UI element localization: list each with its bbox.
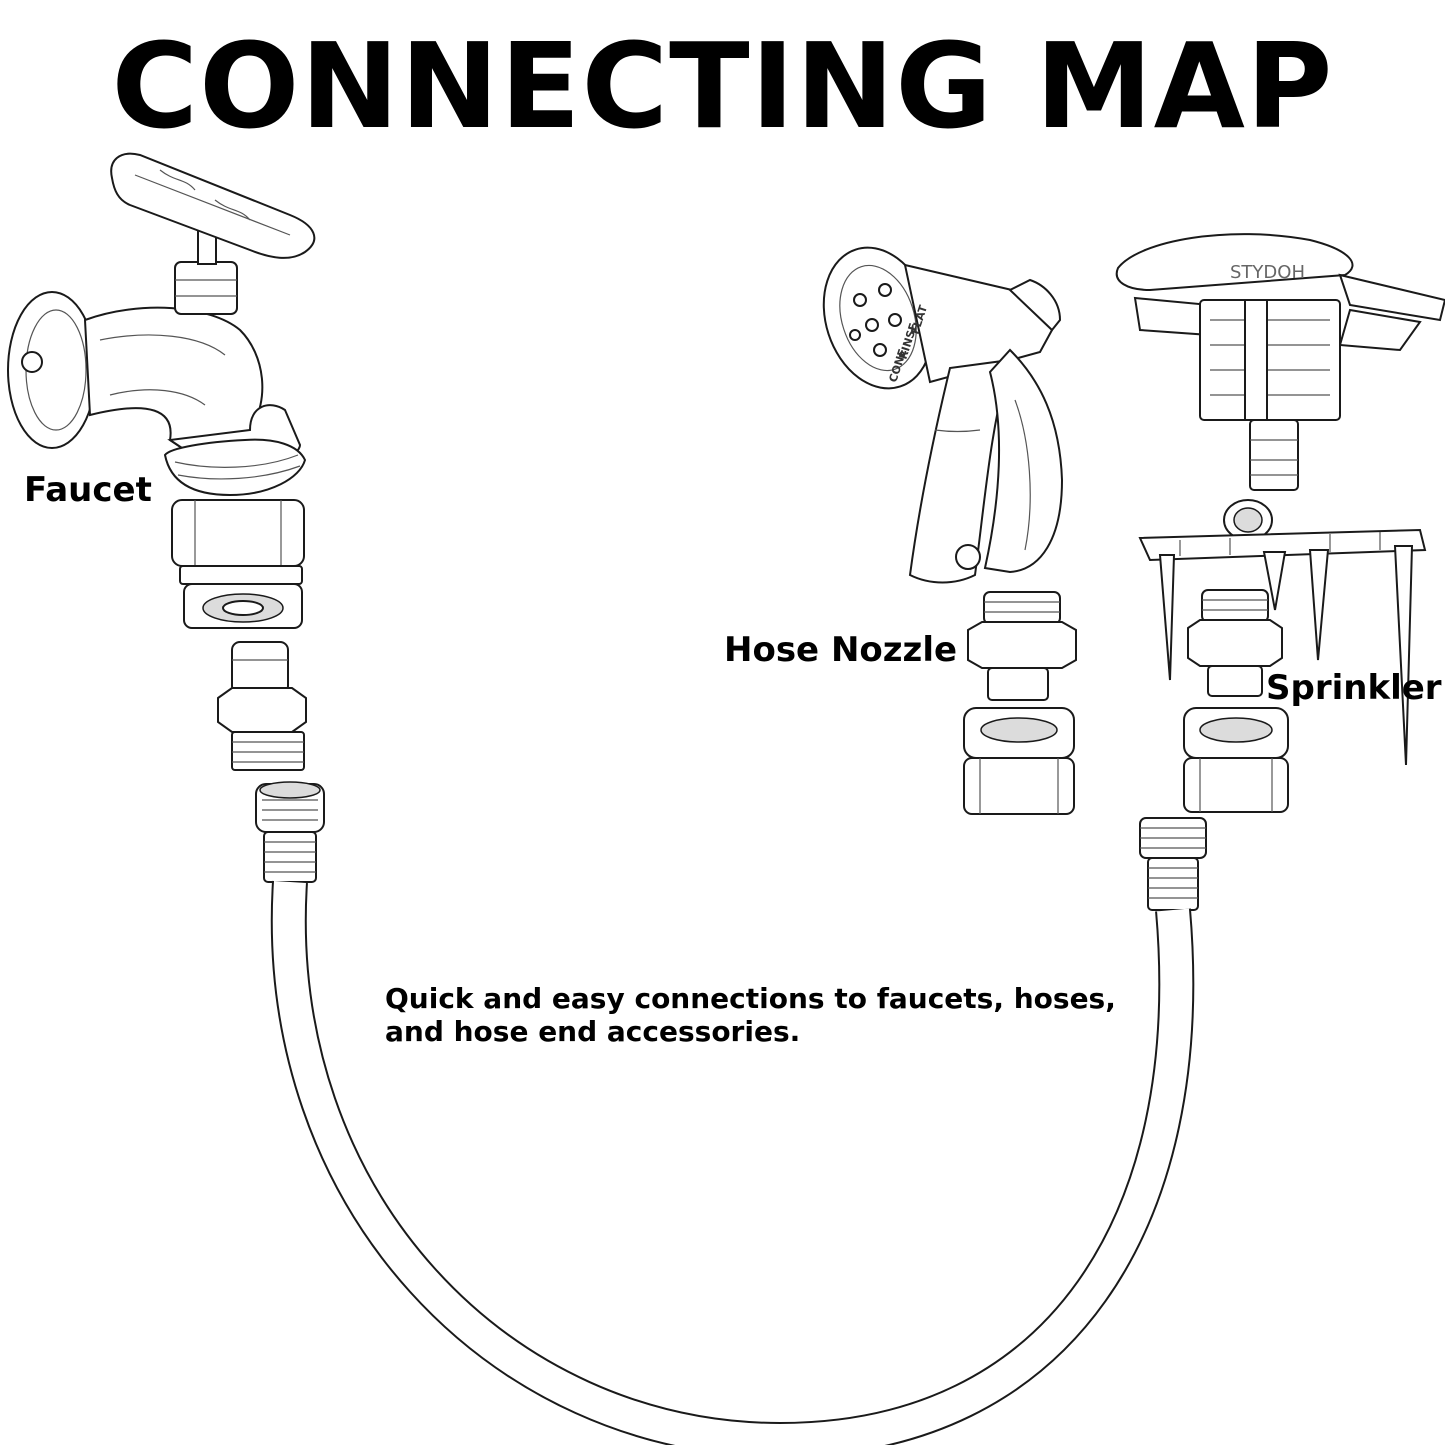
caption-line-1: Quick and easy connections to faucets, h… — [385, 982, 1116, 1015]
page-title: CONNECTING MAP — [111, 17, 1334, 155]
male-connector-faucet — [217, 641, 307, 771]
faucet-label: Faucet — [24, 470, 152, 510]
male-connector-sprinkler — [1187, 589, 1283, 697]
hose-nozzle-illustration: FLAT RINSE CONE — [822, 246, 1064, 584]
sprinkler-brand-text: STYDOH — [1230, 262, 1305, 283]
caption-line-2: and hose end accessories. — [385, 1015, 801, 1049]
faucet-illustration — [7, 152, 316, 497]
male-connector-nozzle — [967, 591, 1077, 701]
hose-tube — [270, 880, 1195, 1445]
hose-end-right — [1139, 817, 1207, 911]
female-coupler-faucet — [171, 499, 305, 629]
hose-end-left — [255, 781, 325, 883]
female-coupler-nozzle — [963, 707, 1075, 815]
female-coupler-sprinkler — [1183, 707, 1289, 813]
sprinkler-illustration: STYDOH — [1115, 233, 1445, 766]
sprinkler-label: Sprinkler — [1266, 668, 1442, 708]
hose-nozzle-label: Hose Nozzle — [724, 630, 958, 670]
caption-text: Quick and easy connections to faucets, h… — [385, 982, 1116, 1048]
